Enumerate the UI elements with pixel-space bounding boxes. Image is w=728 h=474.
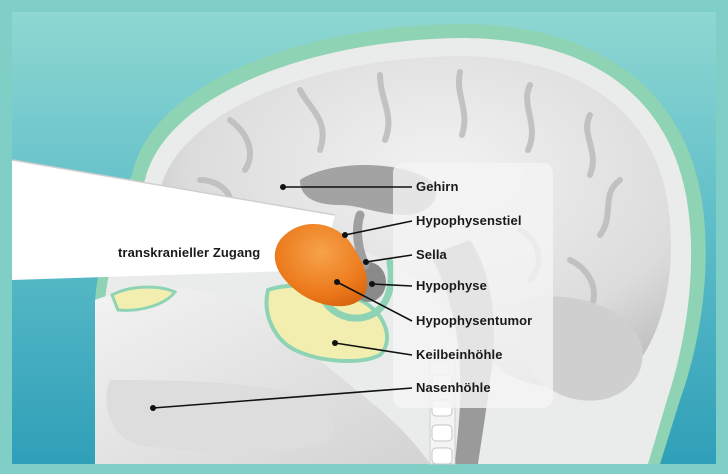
label-nasenhoehle: Nasenhöhle bbox=[416, 380, 491, 395]
label-gehirn: Gehirn bbox=[416, 179, 459, 194]
label-hypophyse: Hypophyse bbox=[416, 278, 487, 293]
label-keilbeinhoehle: Keilbeinhöhle bbox=[416, 347, 503, 362]
label-hypophysentumor: Hypophysentumor bbox=[416, 313, 532, 328]
label-transkranieller-zugang: transkranieller Zugang bbox=[118, 245, 260, 260]
label-sella: Sella bbox=[416, 247, 447, 262]
label-hypophysenstiel: Hypophysenstiel bbox=[416, 213, 522, 228]
